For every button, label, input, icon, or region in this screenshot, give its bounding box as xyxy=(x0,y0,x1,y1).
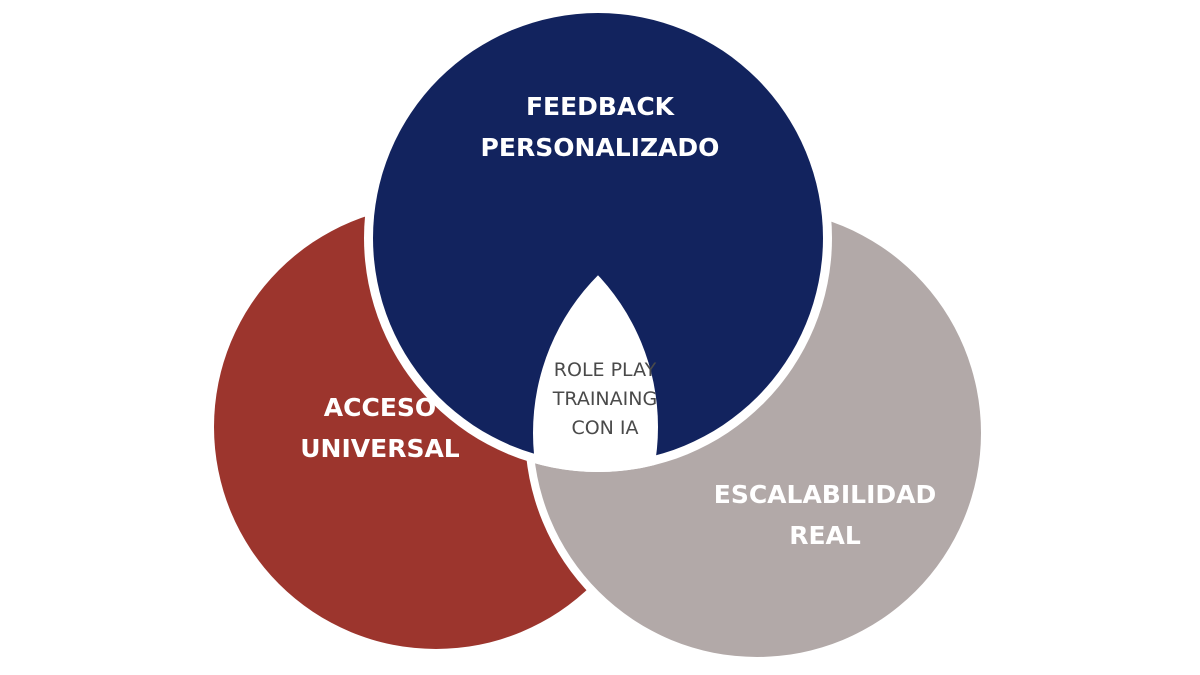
label-escalabilidad-real: ESCALABILIDAD REAL xyxy=(675,474,975,556)
label-acceso-line-1: ACCESO xyxy=(323,393,437,422)
label-escalabilidad-line-2: REAL xyxy=(789,521,861,550)
label-feedback-line-2: PERSONALIZADO xyxy=(480,133,720,162)
label-feedback-personalizado: FEEDBACK PERSONALIZADO xyxy=(440,86,760,168)
label-acceso-line-2: UNIVERSAL xyxy=(300,434,460,463)
center-label-line-3: CON IA xyxy=(571,417,639,439)
circle-feedback-personalizado xyxy=(373,13,823,463)
center-label-line-1: ROLE PLAY xyxy=(553,359,657,381)
center-label-line-2: TRAINAING xyxy=(552,388,658,410)
label-escalabilidad-line-1: ESCALABILIDAD xyxy=(713,480,937,509)
center-label-role-play: ROLE PLAY TRAINAING CON IA xyxy=(520,356,690,443)
label-acceso-universal: ACCESO UNIVERSAL xyxy=(230,387,530,469)
label-feedback-line-1: FEEDBACK xyxy=(525,92,675,121)
